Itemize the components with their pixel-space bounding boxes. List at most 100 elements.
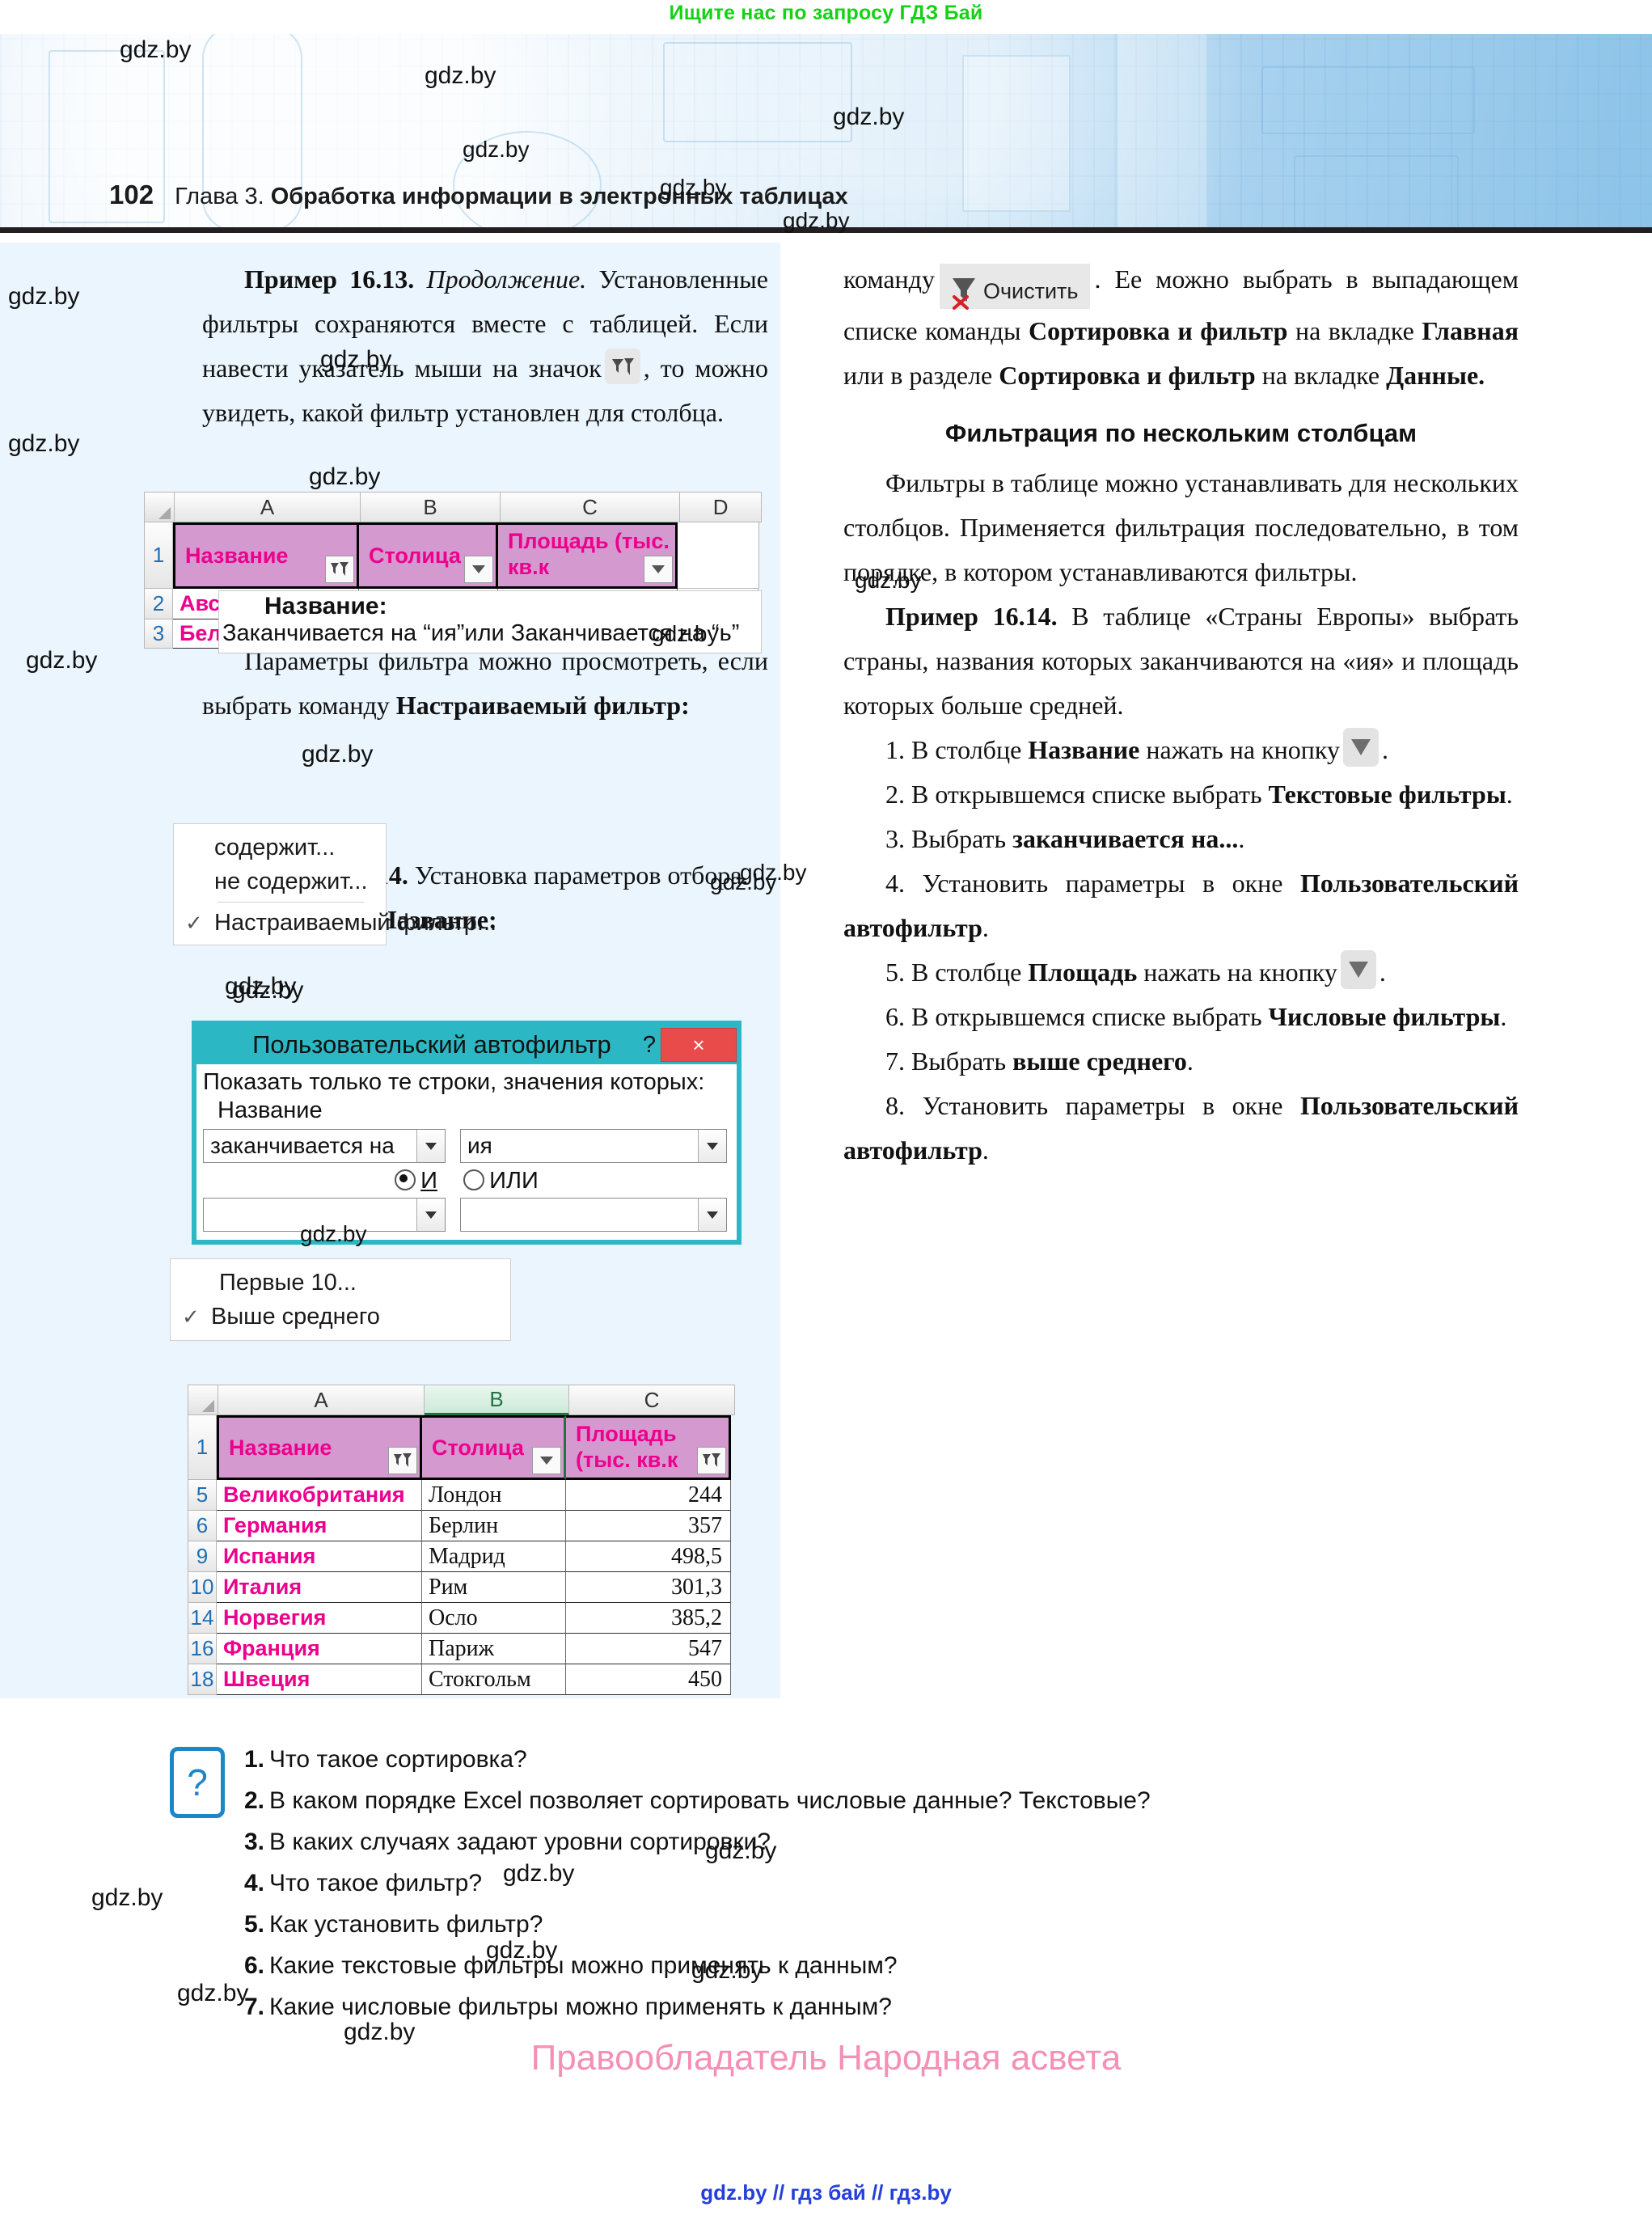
- result-cell-a1-text: Название: [229, 1435, 332, 1460]
- row-number-2[interactable]: 2: [144, 589, 173, 619]
- result-cell-a1[interactable]: Название: [217, 1415, 422, 1480]
- cell-b1-header-capital[interactable]: Столица: [359, 522, 498, 589]
- result-row-number[interactable]: 6: [188, 1511, 217, 1541]
- text-filter-menu[interactable]: содержит... не содержит... ✓Настраиваемы…: [173, 823, 496, 945]
- column-header-c[interactable]: C: [500, 492, 681, 522]
- dropdown-button-icon[interactable]: [1342, 728, 1379, 767]
- result-cell-name[interactable]: Франция: [217, 1634, 422, 1664]
- result-cell-capital[interactable]: Стокгольм: [422, 1664, 566, 1695]
- radio-and[interactable]: [395, 1169, 416, 1190]
- result-cell-area[interactable]: 357: [566, 1511, 731, 1541]
- operator-select-2[interactable]: [203, 1198, 446, 1232]
- operator-select-2-value: [204, 1199, 445, 1202]
- row-number-1[interactable]: 1: [144, 522, 173, 589]
- result-cell-name[interactable]: Норвегия: [217, 1603, 422, 1634]
- result-cell-name[interactable]: Италия: [217, 1572, 422, 1603]
- cell-c1-header-area[interactable]: Площадь (тыс. кв.к: [498, 522, 678, 589]
- result-column-header-a[interactable]: A: [218, 1385, 425, 1415]
- result-cell-name[interactable]: Испания: [217, 1541, 422, 1572]
- result-cell-area[interactable]: 498,5: [566, 1541, 731, 1572]
- check-icon-above-average: ✓: [182, 1304, 200, 1329]
- list-item: 3.В каких случаях задают уровни сортиров…: [244, 1821, 1544, 1862]
- result-cell-capital[interactable]: Осло: [422, 1603, 566, 1634]
- column-header-b[interactable]: B: [361, 492, 501, 522]
- step-number: 8.: [885, 1091, 905, 1120]
- result-cell-name[interactable]: Швеция: [217, 1664, 422, 1695]
- filter-dropdown-icon-c[interactable]: [644, 556, 673, 583]
- filter-applied-icon-a[interactable]: [325, 556, 354, 583]
- close-icon[interactable]: ×: [661, 1028, 737, 1062]
- or-in-section-text: или в разделе: [843, 361, 993, 390]
- filter-applied-icon-c2[interactable]: [697, 1447, 726, 1474]
- chevron-down-icon-cr1[interactable]: [698, 1130, 726, 1162]
- result-cell-area[interactable]: 547: [566, 1634, 731, 1664]
- result-cell-name[interactable]: Великобритания: [217, 1480, 422, 1511]
- menu-item-top-ten[interactable]: Первые 10...: [171, 1266, 510, 1300]
- chevron-down-icon-cr2[interactable]: [698, 1199, 726, 1231]
- example-16-13-text-before-icon: Установленные фильтры сохраняются вместе…: [202, 264, 768, 383]
- cell-a1-header-name[interactable]: Название: [173, 522, 359, 589]
- row-number-3[interactable]: 3: [144, 619, 173, 649]
- result-cell-b1[interactable]: Столица: [422, 1415, 566, 1480]
- dropdown-button-icon[interactable]: [1340, 950, 1376, 989]
- logic-radio-group[interactable]: И ИЛИ: [203, 1168, 730, 1194]
- result-cell-area[interactable]: 450: [566, 1664, 731, 1695]
- custom-autofilter-dialog[interactable]: Пользовательский автофильтр ? × Показать…: [192, 1021, 741, 1245]
- spreadsheet-screenshot-1: A B C D 1 Название Столица Площадь (тыс.…: [144, 492, 762, 653]
- step-number: 2.: [885, 780, 905, 809]
- chevron-down-icon-op1[interactable]: [416, 1130, 445, 1162]
- example-16-13-text-after-icon: , то можно увидеть, какой фильтр установ…: [202, 353, 769, 427]
- result-cell-capital[interactable]: Берлин: [422, 1511, 566, 1541]
- result-cell-area[interactable]: 244: [566, 1480, 731, 1511]
- result-row-number[interactable]: 16: [188, 1634, 217, 1664]
- result-row-number[interactable]: 9: [188, 1541, 217, 1572]
- result-cell-c1[interactable]: Площадь (тыс. кв.к: [566, 1415, 731, 1480]
- result-cell-capital[interactable]: Париж: [422, 1634, 566, 1664]
- result-row-number[interactable]: 14: [188, 1603, 217, 1634]
- column-header-a[interactable]: A: [174, 492, 361, 522]
- result-cell-capital[interactable]: Рим: [422, 1572, 566, 1603]
- result-cell-capital[interactable]: Мадрид: [422, 1541, 566, 1572]
- menu-item-contains[interactable]: содержит...: [174, 831, 386, 865]
- result-cell-name[interactable]: Германия: [217, 1511, 422, 1541]
- chevron-down-icon-op2[interactable]: [416, 1199, 445, 1231]
- question-text: В каком порядке Excel позволяет сортиров…: [269, 1787, 1151, 1814]
- section-subheading: Фильтрация по нескольким столбцам: [944, 419, 1418, 447]
- select-all-corner-icon[interactable]: [144, 492, 175, 522]
- select-all-corner-icon-2[interactable]: [188, 1385, 218, 1415]
- column-header-d[interactable]: D: [680, 492, 762, 522]
- number-filter-menu[interactable]: Первые 10... ✓Выше среднего: [170, 1258, 511, 1341]
- result-row-number-1[interactable]: 1: [188, 1415, 217, 1480]
- help-icon[interactable]: ?: [642, 1031, 656, 1058]
- result-cell-capital[interactable]: Лондон: [422, 1480, 566, 1511]
- result-cell-area[interactable]: 301,3: [566, 1572, 731, 1603]
- step-text-bold: Пользовательский автофильтр: [843, 869, 1519, 942]
- step-text-a: В открывшемся списке выбрать: [911, 1002, 1262, 1031]
- criteria-input-2[interactable]: [460, 1198, 727, 1232]
- radio-or[interactable]: [463, 1169, 485, 1190]
- result-row-number[interactable]: 18: [188, 1664, 217, 1695]
- result-cell-area[interactable]: 385,2: [566, 1603, 731, 1634]
- filter-dropdown-icon-b[interactable]: [464, 556, 493, 583]
- operator-select-1[interactable]: заканчивается на: [203, 1129, 446, 1163]
- page-header-artwork: [0, 34, 1652, 232]
- step-text-b: .: [982, 1135, 989, 1165]
- result-column-header-c[interactable]: C: [569, 1385, 735, 1415]
- menu-item-custom-filter[interactable]: ✓Настраиваемый фильтр...: [174, 906, 557, 940]
- filter-dropdown-icon-b2[interactable]: [532, 1447, 561, 1474]
- header-divider-rule: [0, 227, 1652, 233]
- example-16-13-continuation: Продолжение.: [426, 264, 587, 294]
- result-column-header-b[interactable]: B: [425, 1385, 569, 1415]
- clear-filter-command[interactable]: Очистить: [939, 264, 1090, 310]
- dialog-titlebar: Пользовательский автофильтр ? ×: [196, 1025, 737, 1064]
- result-row-number[interactable]: 5: [188, 1480, 217, 1511]
- menu-item-above-average[interactable]: ✓Выше среднего: [171, 1300, 510, 1334]
- menu-item-not-contains[interactable]: не содержит...: [174, 865, 386, 898]
- filter-applied-icon-a2[interactable]: [388, 1447, 417, 1474]
- criteria-input-1[interactable]: ия: [460, 1129, 727, 1163]
- menu-label-custom-filter: Настраиваемый фильтр...: [214, 909, 497, 936]
- result-cell-b1-text: Столица: [432, 1435, 524, 1460]
- cell-d1-empty[interactable]: [678, 522, 759, 589]
- promo-banner-text: Ищите нас по запросу ГДЗ Бай: [669, 2, 983, 24]
- result-row-number[interactable]: 10: [188, 1572, 217, 1603]
